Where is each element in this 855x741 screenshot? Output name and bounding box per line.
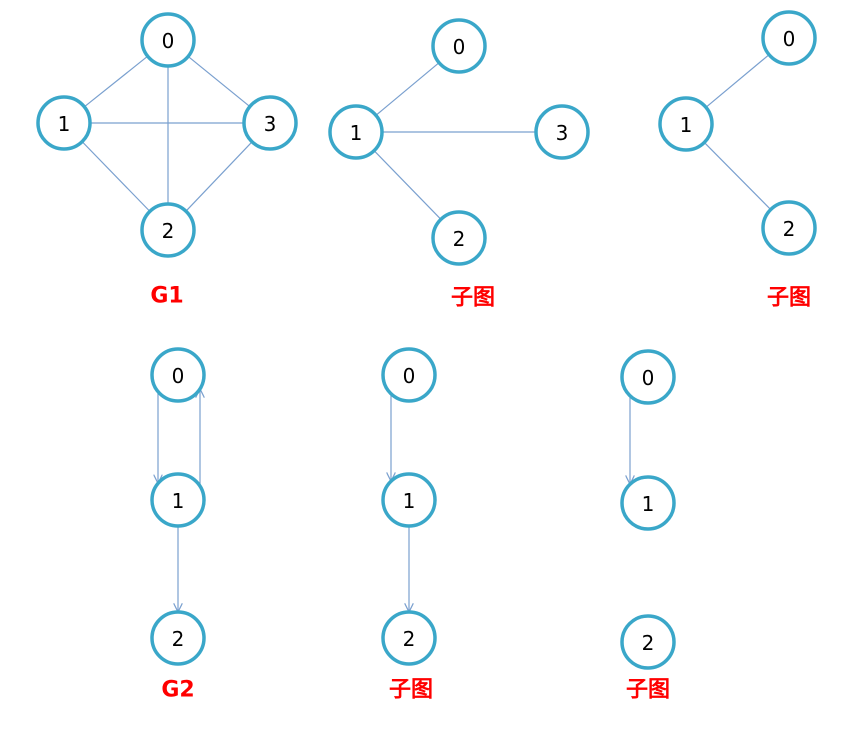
graph-3-node-0: 0 bbox=[761, 10, 817, 66]
graph-6-node-2: 2 bbox=[620, 614, 676, 670]
node-circle bbox=[242, 95, 298, 151]
graph-5-node-1: 1 bbox=[381, 472, 437, 528]
graph-4-node-1: 1 bbox=[150, 472, 206, 528]
graph-1-node-2: 2 bbox=[140, 202, 196, 258]
graph-2-edge-1-2 bbox=[373, 150, 442, 220]
node-circle bbox=[381, 347, 437, 403]
node-circle bbox=[534, 104, 590, 160]
node-label: 1 bbox=[172, 489, 185, 513]
node-label: 0 bbox=[403, 364, 416, 388]
node-circle bbox=[620, 475, 676, 531]
node-label: 2 bbox=[403, 627, 416, 651]
node-label: 2 bbox=[172, 627, 185, 651]
node-circle bbox=[431, 18, 487, 74]
graph-2-node-3: 3 bbox=[534, 104, 590, 160]
graph-4-node-2: 2 bbox=[150, 610, 206, 666]
node-label: 0 bbox=[783, 27, 796, 51]
graph-2-caption: 子图 bbox=[451, 286, 495, 311]
graph-3-node-2: 2 bbox=[761, 200, 817, 256]
node-circle bbox=[36, 95, 92, 151]
graph-5-node-2: 2 bbox=[381, 610, 437, 666]
graph-1-edge-0-1 bbox=[83, 55, 149, 108]
node-circle bbox=[140, 12, 196, 68]
graph-1-node-0: 0 bbox=[140, 12, 196, 68]
graph-4-caption: G2 bbox=[161, 678, 194, 703]
graph-6-node-0: 0 bbox=[620, 349, 676, 405]
node-circle bbox=[658, 96, 714, 152]
node-circle bbox=[150, 347, 206, 403]
graph-1-edge-3-2 bbox=[185, 141, 253, 212]
graph-6-caption: 子图 bbox=[626, 678, 670, 703]
node-circle bbox=[328, 104, 384, 160]
node-circle bbox=[381, 472, 437, 528]
graph-5-caption: 子图 bbox=[389, 678, 433, 703]
node-circle bbox=[381, 610, 437, 666]
node-label: 0 bbox=[162, 29, 175, 53]
node-label: 0 bbox=[642, 366, 655, 390]
node-circle bbox=[761, 200, 817, 256]
graph-1-edge-1-2 bbox=[81, 141, 151, 212]
graph-3-caption: 子图 bbox=[767, 286, 811, 311]
graph-3-node-1: 1 bbox=[658, 96, 714, 152]
graph-4-node-0: 0 bbox=[150, 347, 206, 403]
node-label: 2 bbox=[453, 227, 466, 251]
node-label: 0 bbox=[453, 35, 466, 59]
node-label: 1 bbox=[350, 121, 363, 145]
node-circle bbox=[431, 210, 487, 266]
node-circle bbox=[150, 610, 206, 666]
node-label: 1 bbox=[680, 113, 693, 137]
node-label: 2 bbox=[783, 217, 796, 241]
graph-2-node-1: 1 bbox=[328, 104, 384, 160]
graph-3-edge-1-0 bbox=[705, 54, 770, 108]
node-label: 3 bbox=[264, 112, 277, 136]
node-label: 1 bbox=[403, 489, 416, 513]
graph-6-node-1: 1 bbox=[620, 475, 676, 531]
graph-2-node-2: 2 bbox=[431, 210, 487, 266]
node-label: 1 bbox=[58, 112, 71, 136]
graph-1-node-3: 3 bbox=[242, 95, 298, 151]
node-label: 3 bbox=[556, 121, 569, 145]
node-label: 1 bbox=[642, 492, 655, 516]
graph-3-edge-1-2 bbox=[703, 142, 772, 210]
graph-5-node-0: 0 bbox=[381, 347, 437, 403]
node-label: 2 bbox=[642, 631, 655, 655]
node-circle bbox=[761, 10, 817, 66]
node-label: 0 bbox=[172, 364, 185, 388]
node-circle bbox=[620, 349, 676, 405]
graph-1-node-1: 1 bbox=[36, 95, 92, 151]
node-circle bbox=[620, 614, 676, 670]
node-circle bbox=[140, 202, 196, 258]
graph-1-edge-0-3 bbox=[187, 55, 251, 108]
node-label: 2 bbox=[162, 219, 175, 243]
graph-2-edge-1-0 bbox=[375, 62, 440, 116]
graph-1-caption: G1 bbox=[150, 284, 183, 309]
node-circle bbox=[150, 472, 206, 528]
graph-2-node-0: 0 bbox=[431, 18, 487, 74]
